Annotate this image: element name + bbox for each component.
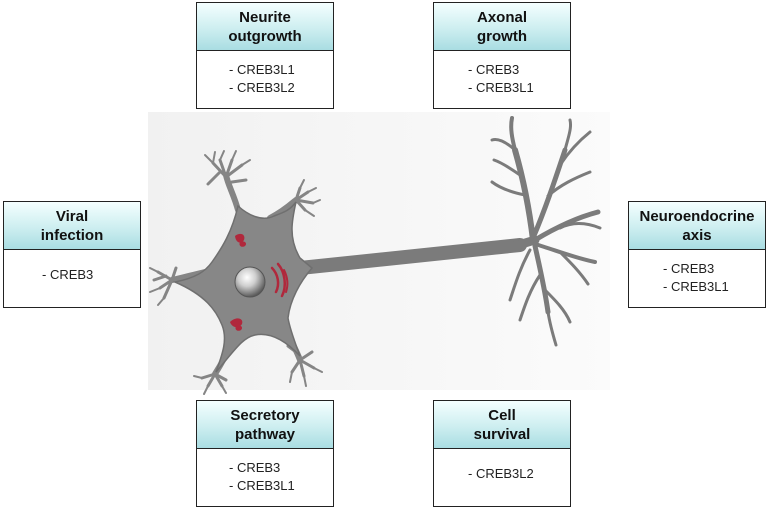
axon-terminal [490, 116, 602, 347]
gene-item: - CREB3 [468, 62, 520, 77]
title-line: Neuroendocrine [639, 207, 755, 225]
endoplasmic-reticulum [230, 233, 247, 331]
gene-item: - CREB3L1 [468, 80, 534, 95]
title-line: Neurite [239, 8, 291, 26]
box-neurite-outgrowth: Neurite outgrowth - CREB3L1 - CREB3L2 [196, 2, 334, 109]
title-line: axis [682, 226, 712, 244]
title-line: outgrowth [228, 27, 302, 45]
box-cell-survival-title: Cell survival [434, 401, 570, 449]
gene-item: - CREB3 [42, 267, 94, 282]
gene-item: - CREB3L1 [229, 478, 295, 493]
box-cell-survival: Cell survival - CREB3L2 [433, 400, 571, 507]
gene-list: - CREB3 - CREB3L1 [629, 250, 765, 296]
nucleus [234, 266, 266, 298]
box-viral-infection: Viral infection - CREB3 [3, 201, 141, 308]
box-neurite-outgrowth-title: Neurite outgrowth [197, 3, 333, 51]
box-axonal-growth-title: Axonal growth [434, 3, 570, 51]
title-line: Cell [488, 406, 516, 424]
title-line: Viral [55, 207, 89, 225]
gene-list: - CREB3 - CREB3L1 [197, 449, 333, 495]
box-neuroendocrine-axis-title: Neuroendocrine axis [629, 202, 765, 250]
box-viral-infection-title: Viral infection [4, 202, 140, 250]
neuron-axon [293, 235, 540, 275]
gene-item: - CREB3L1 [663, 279, 729, 294]
box-neuroendocrine-axis: Neuroendocrine axis - CREB3 - CREB3L1 [628, 201, 766, 308]
title-line: survival [473, 425, 531, 443]
gene-item: - CREB3L2 [229, 80, 295, 95]
title-line: growth [477, 27, 527, 45]
gene-list: - CREB3L1 - CREB3L2 [197, 51, 333, 97]
gene-item: - CREB3L2 [468, 466, 534, 481]
gene-list: - CREB3L2 [434, 449, 570, 483]
box-secretory-pathway: Secretory pathway - CREB3 - CREB3L1 [196, 400, 334, 507]
title-line: Axonal [476, 8, 527, 26]
title-line: Secretory [230, 406, 300, 424]
gene-list: - CREB3 [4, 250, 140, 284]
box-axonal-growth: Axonal growth - CREB3 - CREB3L1 [433, 2, 571, 109]
box-secretory-pathway-title: Secretory pathway [197, 401, 333, 449]
title-line: infection [40, 226, 104, 244]
gene-item: - CREB3 [229, 460, 281, 475]
golgi-apparatus [270, 262, 289, 298]
gene-list: - CREB3 - CREB3L1 [434, 51, 570, 97]
title-line: pathway [234, 425, 295, 443]
gene-item: - CREB3 [663, 261, 715, 276]
gene-item: - CREB3L1 [229, 62, 295, 77]
